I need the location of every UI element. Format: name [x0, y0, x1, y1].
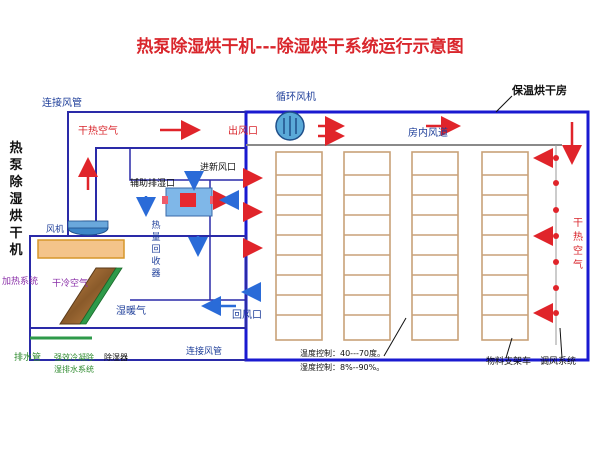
leader-rack	[505, 337, 513, 359]
recovery-char-0: 热	[151, 219, 160, 231]
right-hot-air-char-2: 空	[573, 244, 583, 257]
right-hot-air-char-1: 热	[573, 230, 583, 243]
rack-1	[275, 151, 323, 341]
label-heating-system: 加热系统	[2, 275, 38, 287]
heating-system-block	[37, 239, 125, 259]
label-drain-pipe: 排水管	[14, 351, 41, 363]
drying-room-outline	[244, 110, 590, 362]
right-hot-air-vertical-label: 干热空气	[573, 218, 583, 271]
top-connecting-duct	[67, 111, 246, 236]
machine-title-char-2: 除	[9, 174, 23, 190]
label-cold-dry-air: 干冷空气	[52, 277, 88, 289]
rack-3	[411, 151, 459, 341]
recovery-char-2: 回	[151, 244, 160, 255]
hot-air-arrows	[78, 116, 582, 323]
material-racks	[275, 151, 529, 341]
label-condense-2: 湿排水系统	[54, 364, 94, 374]
right-hot-air-char-0: 干	[573, 218, 583, 229]
leader-air-adjust	[559, 327, 563, 359]
label-hot-air-top: 干热空气	[78, 124, 118, 137]
machine-title-char-6: 机	[9, 242, 22, 258]
label-material-rack: 物料支架车	[486, 355, 531, 367]
label-dehumidifier: 除湿器	[104, 352, 128, 362]
label-circ-fan: 循环风机	[276, 90, 316, 103]
machine-title-char-5: 干	[9, 226, 22, 241]
machine-title-char-1: 泵	[9, 158, 22, 173]
label-return-outlet: 回风口	[232, 309, 262, 321]
diagram-title: 热泵除湿烘干机---除湿烘干系统运行示意图	[136, 36, 463, 57]
machine-vertical-title: 热泵除湿烘干机	[9, 140, 23, 258]
rack-4	[481, 151, 529, 341]
label-temp-control: 温度控制：40---70度。	[300, 348, 385, 358]
label-room-duct: 房内风道	[408, 126, 448, 139]
condensing-plate	[79, 267, 123, 325]
recovery-char-1: 量	[151, 232, 160, 243]
label-air-adjust: 调风系统	[540, 355, 576, 367]
leader-humidity	[383, 317, 407, 357]
right-hot-air-char-3: 气	[573, 258, 583, 271]
recovery-char-3: 收	[151, 255, 160, 267]
machine-title-char-4: 烘	[9, 208, 22, 224]
rack-2	[343, 151, 391, 341]
recovery-duct	[129, 148, 246, 181]
label-aux-exhaust: 辅助排湿口	[130, 177, 175, 189]
leader-room	[495, 95, 513, 113]
top-connecting-duct-inner	[95, 147, 246, 236]
label-bottom-duct: 连接风管	[186, 345, 222, 357]
label-fresh-air-inlet: 进新风口	[200, 161, 236, 173]
air-adjust-nozzles	[553, 155, 559, 316]
label-condense-1: 强效冷凝除	[54, 352, 94, 362]
machine-title-char-3: 湿	[9, 192, 22, 207]
label-humidity-control: 湿度控制：8%--90%。	[300, 362, 384, 372]
machine-title-char-0: 热	[9, 140, 22, 156]
label-outlet: 出风口	[228, 124, 258, 137]
label-drying-room: 保温烘干房	[511, 83, 567, 97]
return-air-arrows	[136, 171, 261, 316]
recovery-char-4: 器	[151, 268, 160, 279]
label-machine-fan: 风机	[46, 223, 64, 235]
label-top-duct: 连接风管	[42, 96, 82, 109]
label-humid-warm-air: 湿暖气	[116, 304, 146, 317]
